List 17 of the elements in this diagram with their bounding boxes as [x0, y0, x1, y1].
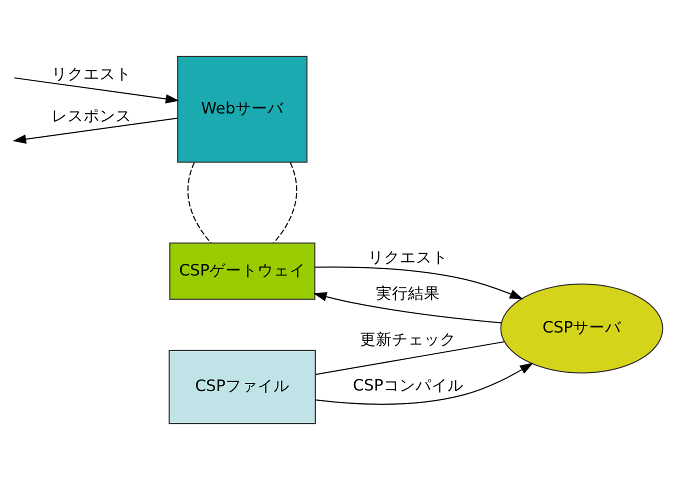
arrow — [12, 117, 178, 144]
arrow — [14, 76, 180, 104]
connector — [273, 162, 298, 243]
node-box: CSPファイル — [168, 349, 316, 424]
arrow — [315, 362, 534, 404]
node-box: CSPゲートウェイ — [169, 242, 316, 300]
connector — [187, 162, 212, 243]
edge-label: リクエスト — [52, 64, 132, 83]
arrow — [313, 292, 502, 323]
edge-label: 更新チェック — [360, 328, 456, 348]
arrow — [315, 266, 524, 299]
node-box: Webサーバ — [177, 55, 308, 162]
edge-label: リクエスト — [368, 246, 448, 266]
connector — [316, 340, 504, 374]
edge-label: CSPコンパイル — [352, 375, 464, 394]
edge-label: レスポンス — [52, 105, 132, 124]
edge-label: 実行結果 — [376, 282, 440, 302]
